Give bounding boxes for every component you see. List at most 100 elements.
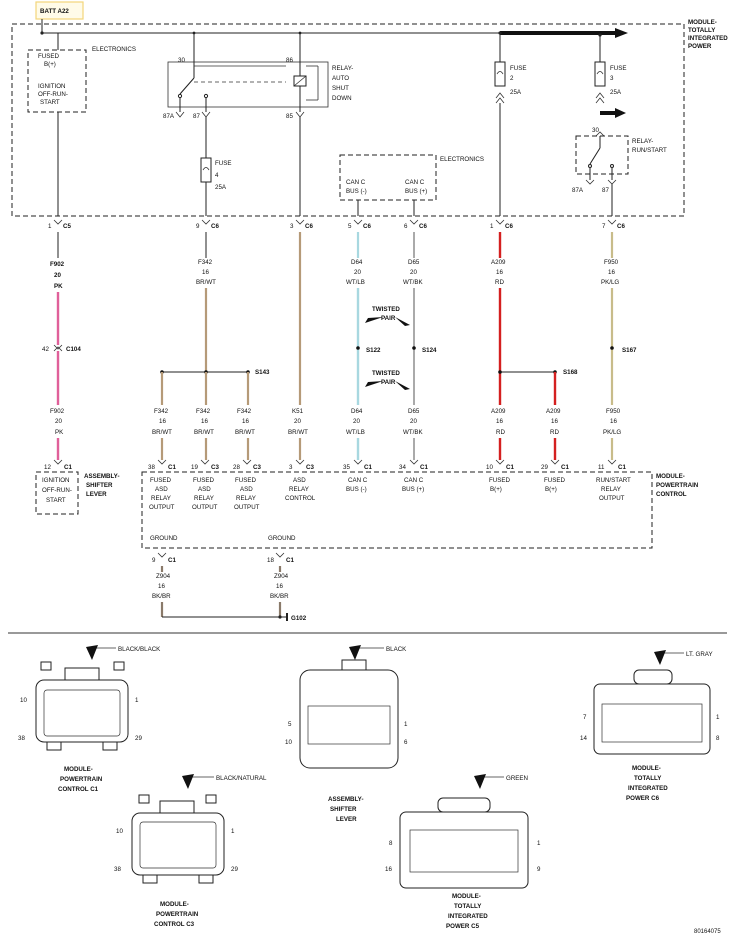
connector-view-tipm-c5: GREEN 8 1 16 9 MODULE- TOTALLY INTEGRATE…: [385, 774, 541, 930]
svg-text:PK/LG: PK/LG: [603, 429, 621, 436]
svg-text:1: 1: [537, 840, 541, 847]
svg-text:B(+): B(+): [44, 61, 56, 68]
svg-text:CAN C: CAN C: [404, 477, 424, 484]
svg-text:SHIFTER: SHIFTER: [330, 806, 357, 813]
wire-label-f902-lower: F902 20 PK: [50, 408, 65, 436]
svg-text:9: 9: [196, 223, 200, 230]
svg-text:Z904: Z904: [156, 573, 171, 580]
svg-text:C1: C1: [168, 557, 176, 564]
tipm-electronics-block: [27, 49, 87, 113]
svg-text:11: 11: [598, 464, 605, 471]
svg-text:BLACK/NATURAL: BLACK/NATURAL: [216, 775, 267, 782]
asd-relay-box: [167, 61, 329, 108]
svg-text:F342: F342: [154, 408, 169, 415]
svg-text:S124: S124: [422, 347, 437, 354]
svg-text:BLACK: BLACK: [386, 646, 407, 653]
svg-text:FUSED: FUSED: [193, 477, 215, 484]
svg-text:5: 5: [288, 721, 292, 728]
svg-text:87A: 87A: [572, 187, 584, 194]
svg-text:MODULE-: MODULE-: [452, 893, 481, 900]
tipm-connector-chevrons: [53, 219, 617, 225]
svg-text:16: 16: [201, 418, 208, 425]
pcm-pin-29-c1: 29 C1 FUSED B(+): [541, 459, 569, 493]
ground-g102-label: G102: [291, 615, 307, 622]
svg-text:2: 2: [510, 75, 514, 82]
svg-text:INTEGRATED: INTEGRATED: [448, 913, 488, 920]
svg-text:12: 12: [44, 464, 51, 471]
svg-text:OUTPUT: OUTPUT: [149, 504, 175, 511]
svg-text:C1: C1: [506, 464, 514, 471]
pcm-pin-28-c3: 28 C3 FUSED ASD RELAY OUTPUT: [233, 459, 261, 511]
svg-text:C6: C6: [211, 223, 219, 230]
connector-view-pcm-c3: BLACK/NATURAL 10 1 38 29 MODULE- POWERTR…: [114, 774, 267, 928]
svg-text:MODULE-: MODULE-: [688, 19, 717, 26]
asd-relay-label: RELAY-: [332, 65, 353, 72]
svg-text:RELAY: RELAY: [151, 495, 171, 502]
svg-text:25A: 25A: [215, 184, 227, 191]
svg-text:BR/WT: BR/WT: [235, 429, 255, 436]
svg-text:BUS (-): BUS (-): [346, 188, 367, 195]
wire-label-a209: A209: [491, 259, 506, 266]
svg-text:K51: K51: [292, 408, 304, 415]
svg-text:35: 35: [343, 464, 350, 471]
fuse-3-label: FUSE: [610, 65, 627, 72]
svg-text:10: 10: [486, 464, 493, 471]
svg-text:20: 20: [410, 269, 417, 276]
svg-text:C6: C6: [363, 223, 371, 230]
svg-text:D65: D65: [408, 408, 420, 415]
svg-text:1: 1: [231, 828, 235, 835]
svg-text:16: 16: [608, 269, 615, 276]
svg-text:7: 7: [602, 223, 606, 230]
svg-text:SHUT: SHUT: [332, 85, 349, 92]
svg-text:1: 1: [716, 714, 720, 721]
svg-text:38: 38: [114, 866, 121, 873]
svg-text:C1: C1: [561, 464, 569, 471]
pcm-pin-38-c1: 38 C1 FUSED ASD RELAY OUTPUT: [148, 459, 176, 511]
svg-text:20: 20: [294, 418, 301, 425]
svg-text:INTEGRATED: INTEGRATED: [628, 785, 668, 792]
svg-text:C6: C6: [505, 223, 513, 230]
battery-label: BATT A22: [40, 8, 69, 15]
svg-text:CONTROL C3: CONTROL C3: [154, 921, 195, 928]
svg-text:FUSED: FUSED: [489, 477, 511, 484]
svg-text:DOWN: DOWN: [332, 95, 352, 102]
pcm-pin-3-c3: 3 C3 ASD RELAY CONTROL: [285, 459, 316, 502]
svg-text:START: START: [40, 99, 60, 106]
twisted-pair-callout-1: TWISTED PAIR: [365, 306, 410, 326]
svg-text:9: 9: [537, 866, 541, 873]
svg-text:C3: C3: [306, 464, 314, 471]
svg-text:OUTPUT: OUTPUT: [234, 504, 260, 511]
svg-text:CAN C: CAN C: [346, 179, 366, 186]
svg-text:85: 85: [286, 113, 293, 120]
svg-text:20: 20: [54, 272, 61, 279]
ground-g102-symbol: [286, 613, 288, 621]
svg-text:RELAY: RELAY: [236, 495, 256, 502]
twisted-pair-callout-2: TWISTED PAIR: [365, 370, 410, 390]
svg-text:S168: S168: [563, 369, 578, 376]
svg-text:RELAY: RELAY: [601, 486, 621, 493]
svg-text:C6: C6: [617, 223, 625, 230]
fuse-4-label: FUSE: [215, 160, 232, 167]
pcm-pin-group: 38 C1 FUSED ASD RELAY OUTPUT 19 C3 FUSED…: [148, 459, 631, 511]
tipm-pin-9-c6: 9 C6 F342 16 BR/WT: [196, 223, 219, 286]
svg-text:SHIFTER: SHIFTER: [86, 482, 113, 489]
pcm-pin-34-c1: 34 C1 CAN C BUS (+): [399, 459, 428, 493]
svg-text:FUSED: FUSED: [544, 477, 566, 484]
svg-text:1: 1: [490, 223, 494, 230]
pcm-pin-10-c1: 10 C1 FUSED B(+): [486, 459, 514, 493]
svg-text:14: 14: [580, 735, 587, 742]
svg-text:C1: C1: [364, 464, 372, 471]
svg-text:TOTALLY: TOTALLY: [454, 903, 482, 910]
svg-text:16: 16: [610, 418, 617, 425]
splice-s167-node: [610, 346, 614, 350]
svg-text:25A: 25A: [510, 89, 522, 96]
shifter-connector-pin: 12 C1: [44, 459, 72, 471]
svg-text:C3: C3: [211, 464, 219, 471]
svg-text:WT/LB: WT/LB: [346, 279, 365, 286]
svg-text:WT/LB: WT/LB: [346, 429, 365, 436]
svg-text:LEVER: LEVER: [336, 816, 357, 823]
svg-text:16: 16: [276, 583, 283, 590]
tipm-pin-1-c5: 1 C5 F902 20 PK: [48, 223, 71, 290]
svg-text:PK/LG: PK/LG: [601, 279, 619, 286]
shifter-lever-boundary: [35, 471, 79, 515]
